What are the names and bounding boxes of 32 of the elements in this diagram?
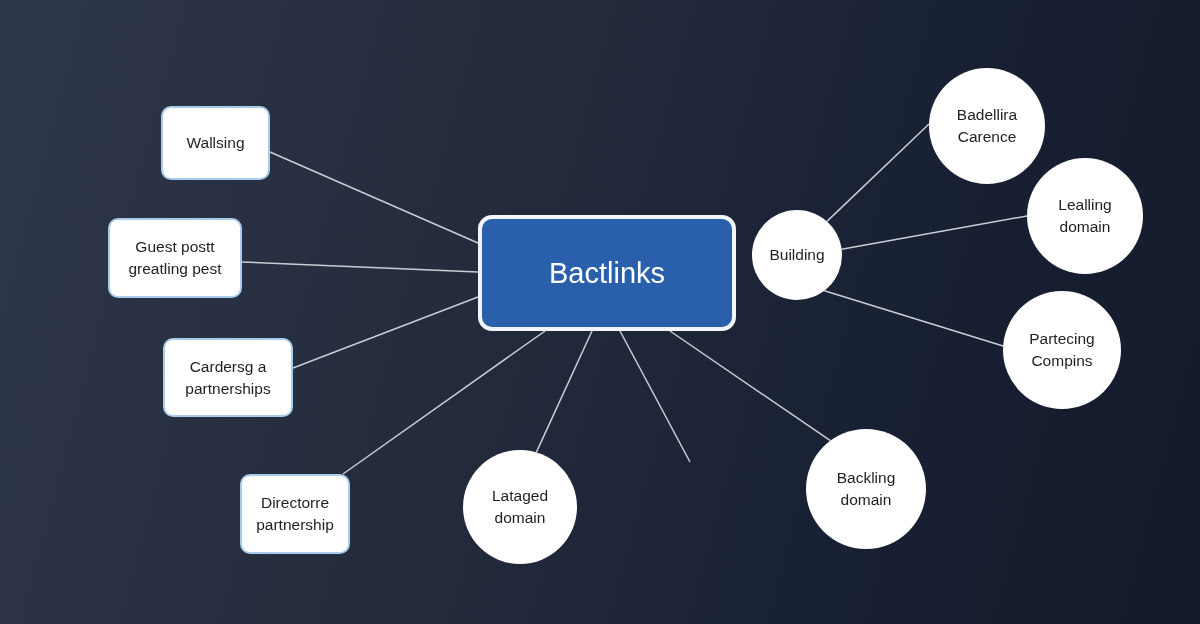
node-label: Cardersg a partnerships xyxy=(184,356,272,399)
connector-line xyxy=(269,151,479,244)
topic-box xyxy=(478,215,736,331)
connector-line xyxy=(826,123,930,223)
node-label: Lealling domain xyxy=(1057,195,1113,237)
circle-node xyxy=(463,450,577,564)
node-label: Badellira Carence xyxy=(955,105,1019,147)
node-label: Backling domain xyxy=(835,468,897,510)
process-box xyxy=(108,218,242,298)
circle-node xyxy=(1003,291,1121,409)
node-label: Bactlinks xyxy=(548,256,665,290)
process-box xyxy=(240,474,350,554)
node-label: Guest postt greatling pest xyxy=(127,237,223,279)
circle-node xyxy=(1027,158,1143,274)
circle-node xyxy=(806,429,926,549)
node-label: Wallsing xyxy=(186,133,245,153)
connector-line xyxy=(840,215,1028,250)
process-box xyxy=(163,338,293,417)
connector-line xyxy=(292,296,479,369)
connector-line xyxy=(241,261,479,273)
connector-line xyxy=(669,330,832,442)
connector-line xyxy=(342,330,546,475)
connector-line xyxy=(619,330,691,463)
node-label: Lataged domain xyxy=(491,486,549,528)
connector-line xyxy=(823,289,1004,347)
circle-node xyxy=(929,68,1045,184)
node-label: Building xyxy=(769,245,825,265)
node-label: Partecing Compins xyxy=(1028,329,1096,371)
circle-node xyxy=(752,210,842,300)
connector-line xyxy=(535,330,593,454)
node-label: Directorre partnership xyxy=(255,493,335,535)
process-box xyxy=(161,106,270,180)
